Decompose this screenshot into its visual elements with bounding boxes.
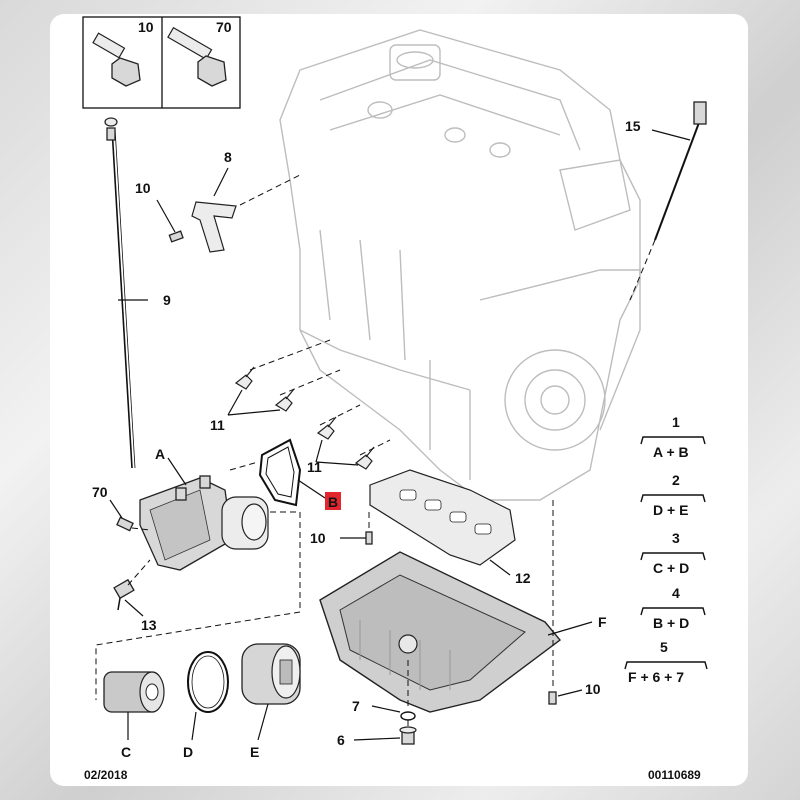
legend-formula: F + 6 + 7: [628, 669, 684, 685]
callout-70: 70: [92, 484, 108, 500]
callout-F: F: [598, 614, 607, 630]
callout-E: E: [250, 744, 259, 760]
pan-bolt: [548, 689, 583, 705]
housing-bolt-70: [109, 499, 151, 532]
legend-item: 4 B + D: [640, 585, 706, 631]
bolt-10-illustration: [92, 32, 141, 87]
piston-jets: [227, 339, 391, 470]
callout-7: 7: [352, 698, 360, 714]
legend-item: 2 D + E: [640, 472, 706, 518]
callout-9: 9: [163, 292, 171, 308]
callout-D: D: [183, 744, 193, 760]
callout-13: 13: [141, 617, 157, 633]
legend-item: 1 A + B: [640, 414, 706, 460]
gasket-b: [229, 438, 326, 507]
bracket-bolt: [156, 199, 184, 243]
oil-level-sensor: [629, 101, 707, 301]
callout-B: B: [328, 494, 338, 510]
callout-10-bracket: 10: [135, 180, 151, 196]
callout-6: 6: [337, 732, 345, 748]
callout-11-upper: 11: [210, 417, 225, 433]
callout-box-70: 70: [216, 19, 232, 35]
dipstick: [104, 117, 148, 469]
kit-legend: 1 A + B 2 D + E 3 C + D 4 B + D 5 F + 6 …: [624, 414, 708, 685]
oil-pan: [319, 500, 593, 713]
drain-plug: [353, 720, 417, 745]
legend-formula: B + D: [653, 615, 689, 631]
explode-line-filter: [95, 511, 301, 700]
legend-item: 5 F + 6 + 7: [624, 639, 708, 685]
callout-box-10: 10: [138, 19, 154, 35]
pressure-switch: [113, 559, 151, 617]
footer-reference: 00110689: [648, 768, 701, 782]
filter-cartridge: [103, 671, 165, 740]
legend-number: 5: [660, 639, 668, 655]
sump-baffle: [369, 469, 516, 576]
legend-number: 4: [672, 585, 680, 601]
footer-date: 02/2018: [84, 768, 128, 782]
dipstick-guide-bracket: [191, 167, 301, 253]
oil-filter-housing: [139, 457, 269, 571]
legend-number: 1: [672, 414, 680, 430]
callout-10-pan: 10: [585, 681, 601, 697]
callout-11-lower: 11: [307, 459, 322, 475]
bolt-70-illustration: [167, 26, 227, 87]
callout-8: 8: [224, 149, 232, 165]
callout-12: 12: [515, 570, 531, 586]
baffle-bolt: [340, 512, 373, 545]
legend-formula: C + D: [653, 560, 689, 576]
filter-cap: [241, 643, 301, 741]
callout-10-sump-bolt: 10: [310, 530, 326, 546]
callout-b-highlight: [325, 492, 341, 510]
legend-item: 3 C + D: [640, 530, 706, 576]
legend-number: 3: [672, 530, 680, 546]
callout-15: 15: [625, 118, 641, 134]
fastener-box: [82, 16, 241, 109]
legend-formula: D + E: [653, 502, 688, 518]
callout-A: A: [155, 446, 165, 462]
legend-formula: A + B: [653, 444, 689, 460]
callout-C: C: [121, 744, 131, 760]
legend-number: 2: [672, 472, 680, 488]
o-ring: [187, 651, 229, 741]
engine-block: [279, 29, 641, 501]
